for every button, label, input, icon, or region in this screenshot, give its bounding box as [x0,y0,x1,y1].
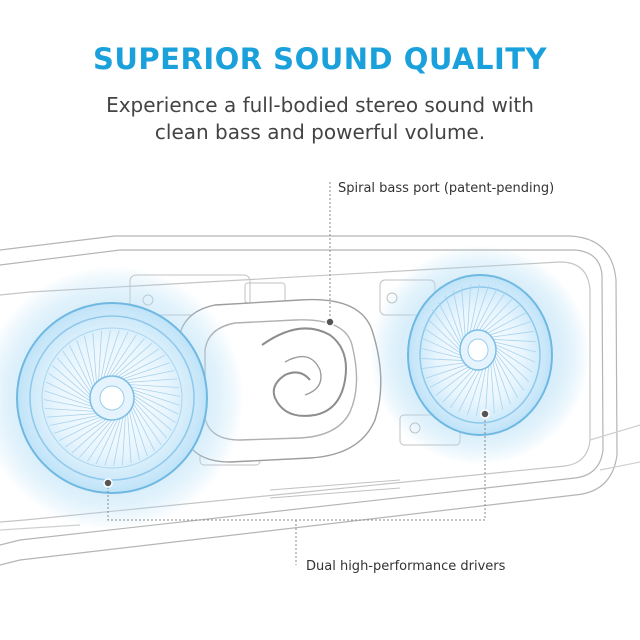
right-driver [370,245,590,465]
page-title: SUPERIOR SOUND QUALITY [92,42,548,76]
subtitle-line-1: Experience a full-bodied stereo sound wi… [106,93,534,117]
callout-dots [103,317,490,488]
bass-port-callout: Spiral bass port (patent-pending) [338,181,555,196]
right-driver-dot [480,409,490,419]
page-subtitle: Experience a full-bodied stereo sound wi… [40,92,600,146]
callout-lines [107,182,486,565]
left-driver-dot [103,478,113,488]
bass-port-dot [325,317,335,327]
drivers-callout: Dual high-performance drivers [306,559,506,574]
speaker-enclosure [0,235,640,566]
left-driver [0,266,244,530]
subtitle-line-2: clean bass and powerful volume. [154,120,486,144]
